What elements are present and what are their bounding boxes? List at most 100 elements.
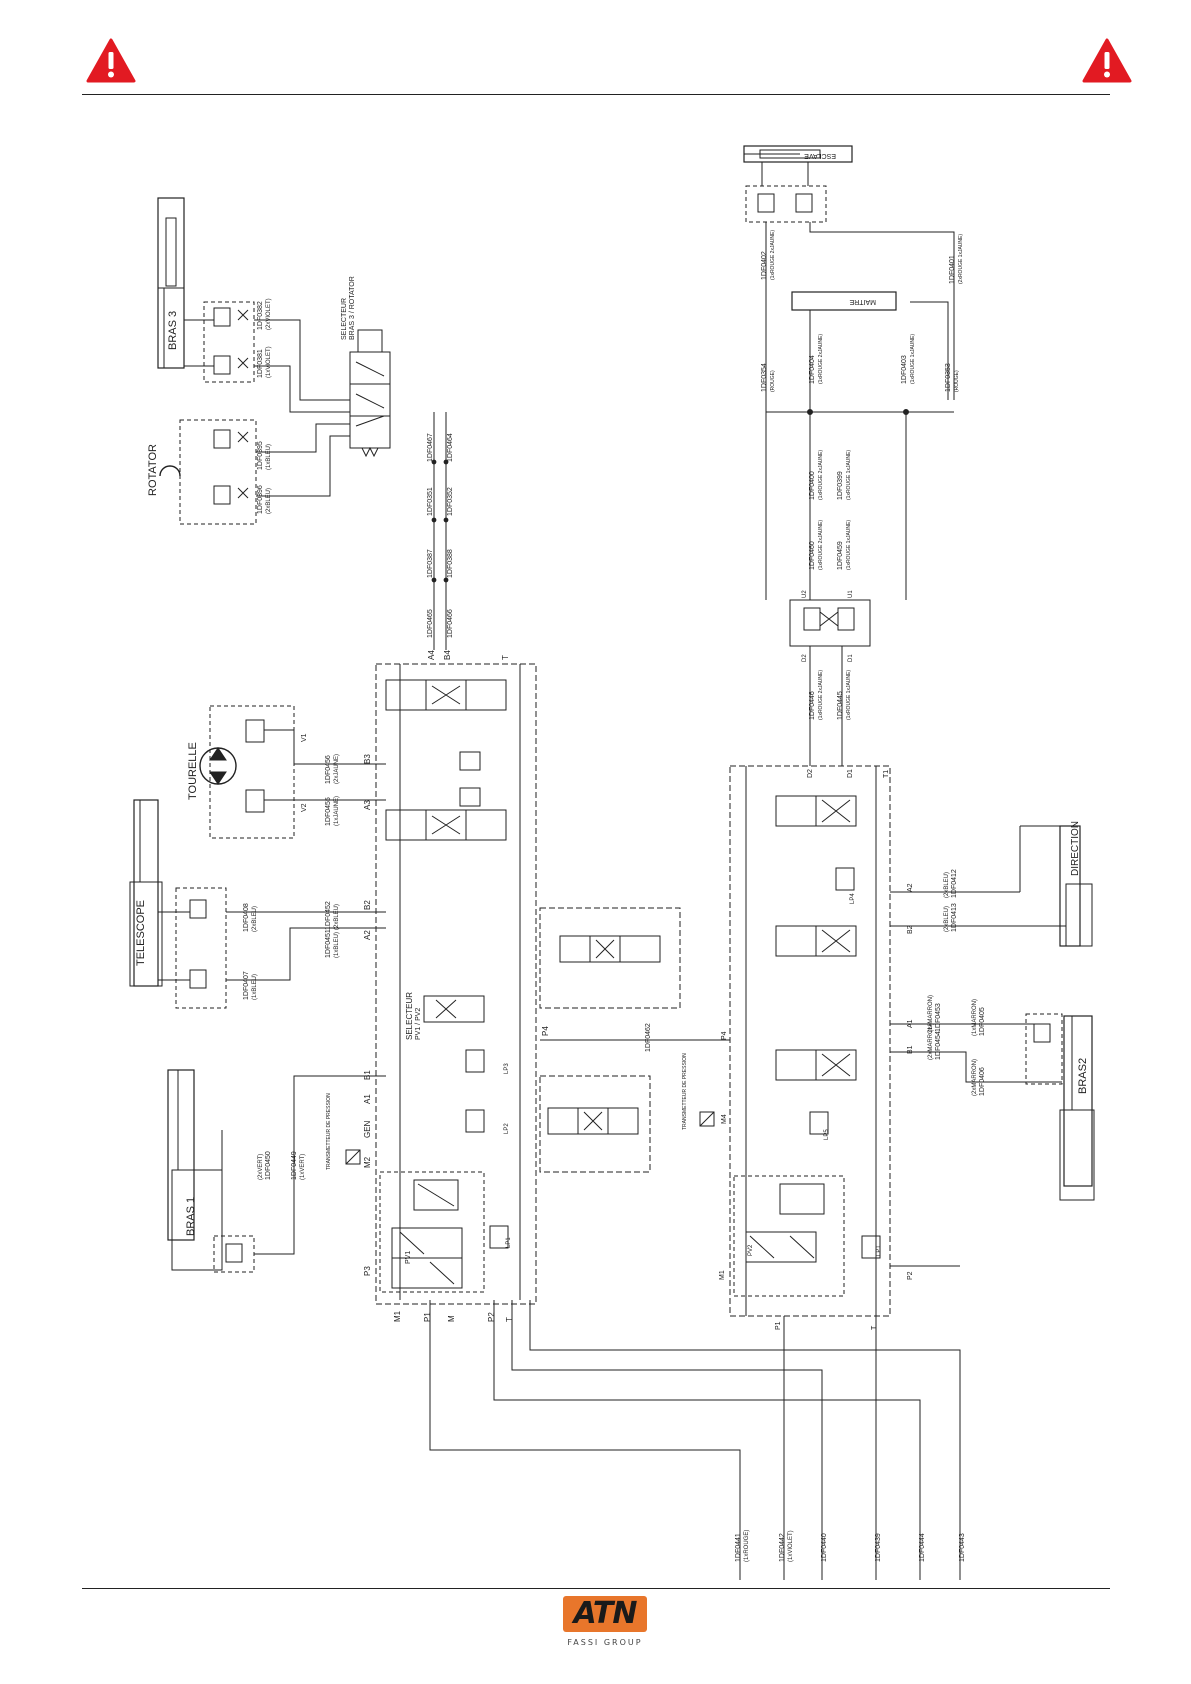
esclave-cylinder: ESCLAVE — [743, 145, 853, 163]
port-label: B3 — [363, 754, 372, 764]
hose-label: (1xJAUNE) — [334, 796, 340, 826]
hose-label: 1DF0382 — [257, 301, 264, 330]
hose-label: 1DF0451 — [325, 929, 332, 958]
hose-label: (1xMARRON) — [928, 995, 934, 1032]
hose-label: (2xBLEU) — [944, 872, 950, 898]
hose-label: 1DF0402 — [761, 251, 768, 280]
port-label: A4 — [427, 650, 436, 660]
rotator-label: ROTATOR — [147, 444, 159, 496]
esclave-label: ESCLAVE — [804, 152, 836, 159]
bras2-cylinder: BRAS2 — [1059, 1015, 1095, 1201]
port-label: T — [505, 1317, 514, 1322]
hose-label: 1DF0352 — [447, 487, 454, 516]
hose-label: (2xJAUNE) — [334, 754, 340, 784]
telescope-label: TELESCOPE — [135, 900, 147, 966]
selecteur-pv-label: SELECTEUR — [405, 992, 414, 1040]
hose-label: (1xMARRON) — [972, 999, 978, 1036]
hose-label: (1xVIOLET) — [266, 346, 272, 378]
bras3-cylinder: BRAS 3 — [157, 197, 185, 369]
hose-label: 1DF0406 — [979, 1067, 986, 1096]
hose-label: 1DF0407 — [243, 971, 250, 1000]
port-label: P3 — [363, 1266, 372, 1276]
hose-label: (1xVIOLET) — [788, 1530, 794, 1562]
warning-triangle-icon — [1082, 38, 1132, 83]
hose-label: 1DF0353 — [945, 363, 952, 392]
port-label: A3 — [363, 800, 372, 810]
hose-label: 1DF0454 — [935, 1031, 942, 1060]
port-label: B1 — [363, 1070, 372, 1080]
hose-label: 1DF0464 — [447, 433, 454, 462]
tourelle-label: TOURELLE — [187, 742, 199, 800]
hose-label: (2xVIOLET) — [266, 298, 272, 330]
port-label: U2 — [802, 590, 808, 598]
hose-label: 1DF0395 — [257, 441, 264, 470]
selecteur-bras3-valve — [349, 329, 391, 458]
hose-label: 1DF0450 — [265, 1151, 272, 1180]
port-label: M1 — [719, 1270, 726, 1280]
port-label: B4 — [443, 650, 452, 660]
hose-label: (1xROUGE 2xJAUNE) — [818, 334, 824, 384]
logo-mark: ATN — [563, 1596, 647, 1632]
port-label: A2 — [907, 883, 914, 892]
hose-label: (2xBLEU) — [334, 904, 340, 930]
hose-label: 1DF0413 — [951, 903, 958, 932]
port-label: D2 — [807, 769, 814, 778]
port-label: LP4 — [850, 893, 856, 904]
esclave-valve-block — [745, 162, 827, 223]
port-label: P4 — [541, 1026, 550, 1036]
hose-label: (1xROUGE 2xJAUNE) — [818, 670, 824, 720]
hose-label: (2xBLEU) — [266, 488, 272, 514]
port-label: P4 — [721, 1031, 728, 1040]
hose-label: 1DF0456 — [325, 755, 332, 784]
tourelle-motor: TOURELLE — [187, 705, 295, 839]
port-label: V2 — [301, 803, 308, 812]
hose-label: (2xBLEU) — [252, 906, 258, 932]
hose-label: (1xROUGE 1xJAUNE) — [846, 450, 852, 500]
port-label: P2 — [907, 1271, 914, 1280]
hose-label: (ROUGE) — [954, 370, 960, 392]
hose-label: (2xVERT) — [258, 1154, 264, 1180]
transmetteur-label: TRANSMETTEUR DE PRESSION — [326, 1093, 332, 1170]
hose-label: 1DF0466 — [447, 609, 454, 638]
hose-label: 1DF0401 — [949, 255, 956, 284]
hose-label: 1DF0400 — [809, 471, 816, 500]
port-label: B1 — [907, 1045, 914, 1054]
port-label: M — [447, 1315, 456, 1322]
hose-label: (1xROUGE 1xJAUNE) — [846, 670, 852, 720]
hose-label: 1DF0446 — [809, 691, 816, 720]
hose-label: 1DF0459 — [837, 541, 844, 570]
hose-label: (1xVERT) — [300, 1154, 306, 1180]
hose-label: 1DF0443 — [959, 1533, 966, 1562]
hose-label: (2xROUGE 1xJAUNE) — [958, 234, 964, 284]
bras1-valve-block — [213, 1075, 386, 1273]
warning-triangle-icon — [86, 38, 136, 83]
hose-label: 1DF0449 — [291, 1151, 298, 1180]
hose-label: (1xROUGE 2xJAUNE) — [818, 520, 824, 570]
maitre-label: MAITRE — [849, 298, 876, 305]
bras2-label: BRAS2 — [1077, 1058, 1089, 1094]
port-label: M4 — [721, 1114, 728, 1124]
port-label: PV1 — [405, 1251, 412, 1264]
hose-label: (2xMARRON) — [972, 1059, 978, 1096]
header-rule — [82, 94, 1110, 95]
port-label: LP1 — [506, 1237, 512, 1248]
maitre-cylinder: MAITRE — [791, 291, 949, 412]
ud-valve-block — [789, 599, 871, 647]
port-label: D1 — [847, 769, 854, 778]
hose-label: 1DF0460 — [809, 541, 816, 570]
hose-label: 1DF0412 — [951, 869, 958, 898]
port-label: A2 — [363, 930, 372, 940]
port-label: LP3 — [504, 1063, 510, 1074]
atn-logo: ATN FASSI GROUP — [558, 1596, 652, 1666]
transmetteur-label: TRANSMETTEUR DE PRESSION — [682, 1053, 688, 1130]
hose-label: 1DF0381 — [257, 349, 264, 378]
hose-label: 1DF0354 — [761, 363, 768, 392]
rotator-block: ROTATOR — [147, 419, 257, 525]
port-label: B2 — [363, 900, 372, 910]
hose-label: 1DF0439 — [875, 1533, 882, 1562]
hose-label: 1DF0404 — [809, 355, 816, 384]
bras3-label: BRAS 3 — [167, 311, 179, 350]
hose-label: 1DF0467 — [427, 433, 434, 462]
hose-label: 1DF0462 — [645, 1023, 652, 1052]
hose-label: 1DF0396 — [257, 485, 264, 514]
